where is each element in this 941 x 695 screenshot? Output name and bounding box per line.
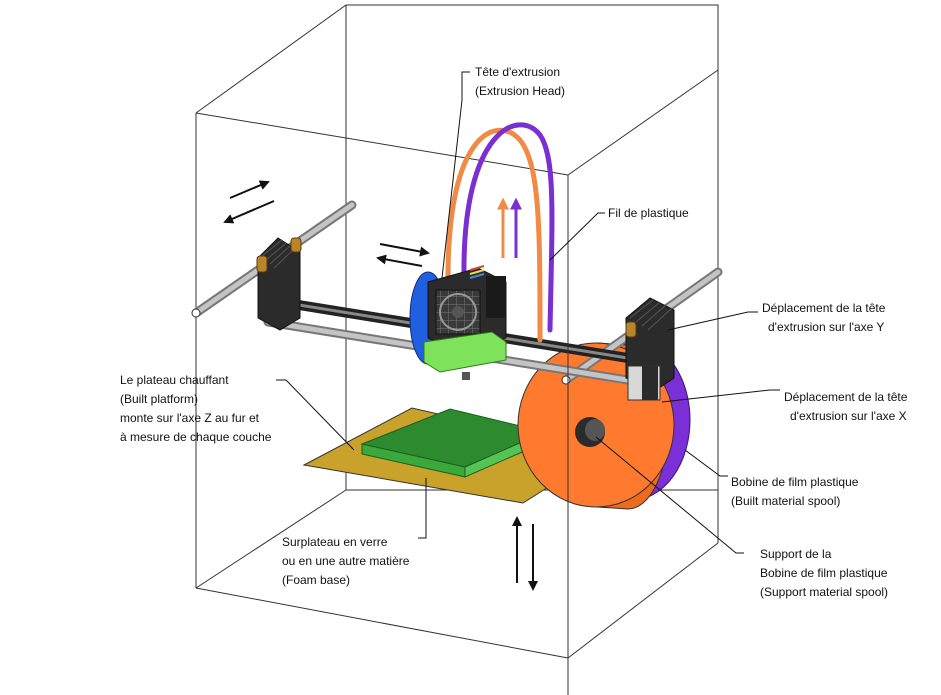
label-support-spool: Support de la Bobine de film plastique (… [760,547,891,599]
label-line: Fil de plastique [608,206,689,220]
label-line: à mesure de chaque couche [120,430,272,444]
label-y-axis: Déplacement de la tête d'extrusion sur l… [762,301,889,334]
label-foam-base: Surplateau en verre ou en une autre mati… [282,535,413,587]
label-line: (Foam base) [282,573,350,587]
leader-lines [276,71,780,554]
y-axis-motion-arrows [223,180,275,224]
left-bracket [191,237,302,331]
filament-tubes [445,122,555,343]
label-line: Bobine de film plastique [760,566,888,580]
label-line: Le plateau chauffant [120,373,229,387]
label-line: Tête d'extrusion [475,65,560,79]
z-axis-motion-arrows [512,516,538,591]
label-line: d'extrusion sur l'axe X [790,409,907,423]
extrusion-head [409,265,507,380]
label-line: Déplacement de la tête [762,301,886,315]
label-line: (Support material spool) [760,585,888,599]
label-filament: Fil de plastique [608,206,689,220]
right-bracket [561,297,675,401]
label-line: (Extrusion Head) [475,84,565,98]
label-extrusion-head: Tête d'extrusion (Extrusion Head) [475,65,565,98]
label-build-spool: Bobine de film plastique (Built material… [731,475,862,508]
filament-flow-arrows [497,197,522,258]
wires [469,265,485,279]
label-heated-bed: Le plateau chauffant (Built platform) mo… [120,373,272,444]
x-axis-motion-arrows [376,243,430,267]
label-line: ou en une autre matière [282,554,410,568]
label-line: Surplateau en verre [282,535,388,549]
label-line: Déplacement de la tête [784,390,908,404]
label-line: (Built platform) [120,392,198,406]
label-line: (Built material spool) [731,494,840,508]
label-line: Bobine de film plastique [731,475,859,489]
label-x-axis: Déplacement de la tête d'extrusion sur l… [784,390,911,423]
enclosure-front-edges [195,175,719,695]
label-line: monte sur l'axe Z au fur et [120,411,260,425]
label-line: d'extrusion sur l'axe Y [768,320,884,334]
label-line: Support de la [760,547,832,561]
